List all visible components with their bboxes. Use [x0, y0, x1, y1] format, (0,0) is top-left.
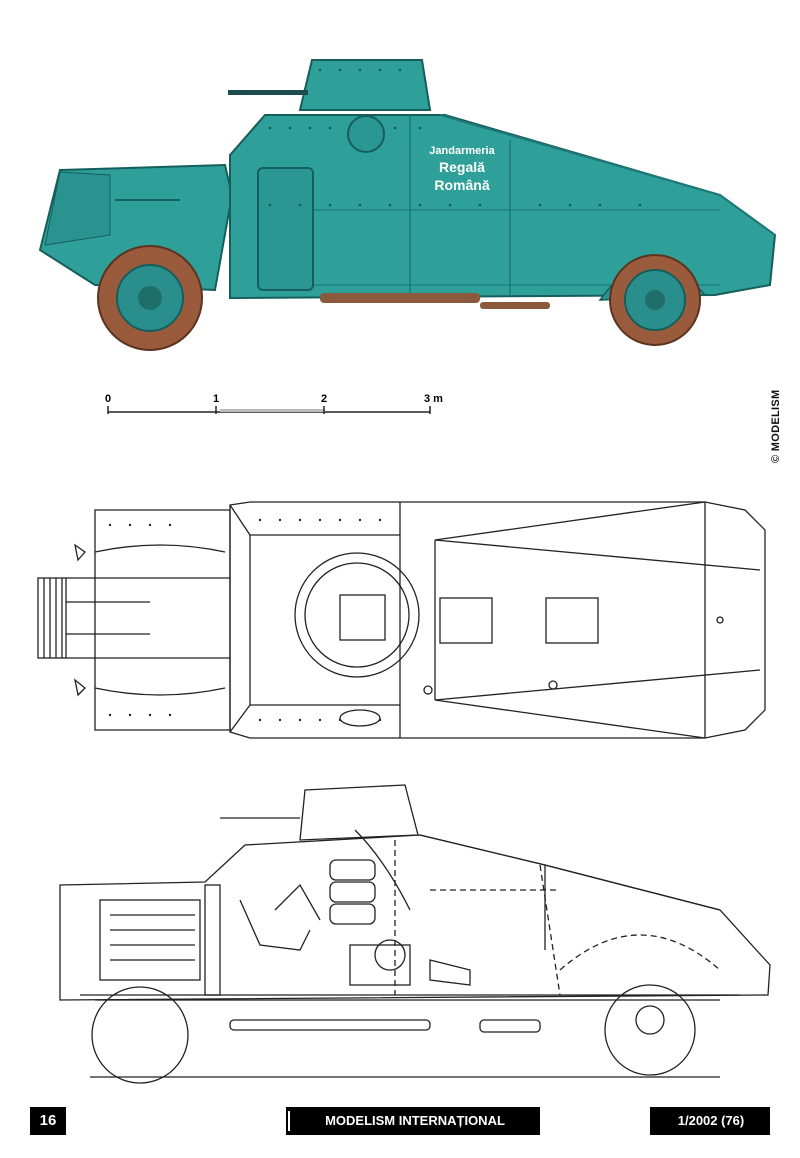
- magazine-title: MODELISM INTERNAȚIONAL: [288, 1111, 542, 1131]
- marking-line-3: Română: [434, 177, 489, 193]
- copyright-text: © MODELISM: [770, 389, 782, 463]
- footer-spacer-right: [540, 1107, 650, 1135]
- scale-label-3: 3 m: [424, 393, 443, 405]
- page-footer: 16 MODELISM INTERNAȚIONAL 1/2002 (76): [30, 1107, 770, 1139]
- vehicle-marking: Jandarmeria Regală Română: [429, 145, 495, 193]
- rear-wheel: [609, 254, 701, 346]
- side-cutaway-drawing: [59, 784, 771, 1084]
- marking-line-1: Jandarmeria: [429, 145, 495, 157]
- top-view-drawing: [37, 501, 766, 739]
- copyright-notice: © MODELISM: [768, 385, 788, 465]
- front-wheel: [97, 245, 203, 351]
- side-view-color-illustration: Jandarmeria Regală Română: [38, 59, 777, 351]
- issue-number: 1/2002 (76): [652, 1107, 770, 1135]
- scale-label-0: 0: [105, 393, 111, 405]
- scale-label-1: 1: [213, 393, 219, 405]
- marking-line-2: Regală: [439, 159, 485, 175]
- scale-bar: 0 1 2 3 m: [105, 393, 443, 414]
- scale-label-2: 2: [321, 393, 327, 405]
- footer-spacer-left: [66, 1107, 286, 1135]
- page-number: 16: [30, 1107, 66, 1135]
